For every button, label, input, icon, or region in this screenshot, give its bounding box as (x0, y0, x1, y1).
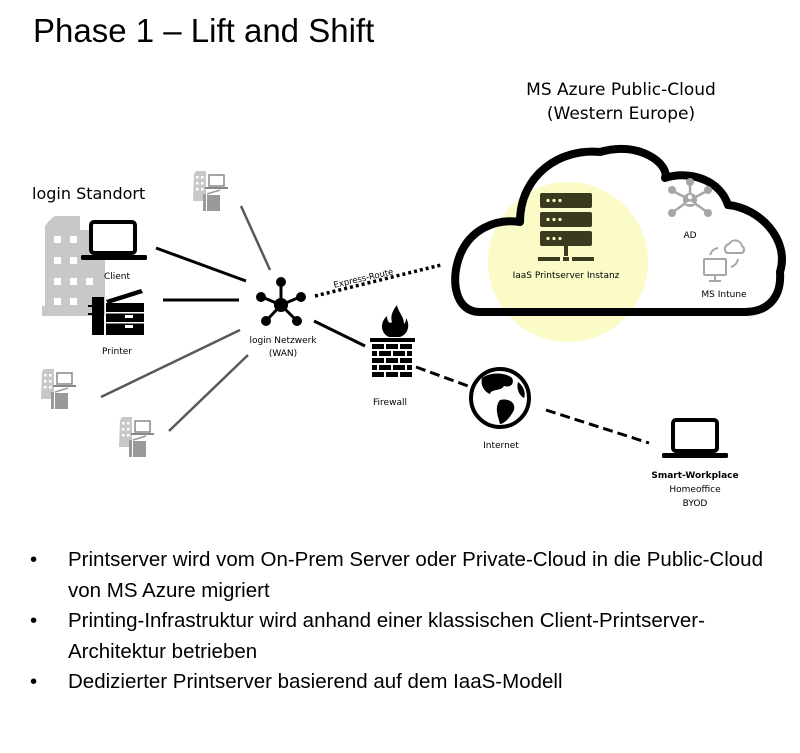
cloud-title-line1: MS Azure Public-Cloud (526, 80, 716, 100)
smart-workplace-link (545, 408, 650, 445)
cloud-shape (451, 144, 786, 342)
smart-workplace-line3: BYOD (683, 499, 708, 509)
network-diagram: MS Azure Public-Cloud (Western Europe) I… (32, 80, 786, 509)
client-label: Client (104, 272, 131, 282)
wan-label-line2: (WAN) (269, 349, 297, 359)
firewall-link (313, 319, 366, 348)
bullet-list: • Printserver wird vom On-Prem Server ode… (28, 545, 788, 698)
bullet-text: Printserver wird vom On-Prem Server oder… (68, 548, 763, 602)
bullet-marker: • (30, 609, 38, 632)
remote-site-link-3 (168, 354, 249, 432)
smart-workplace-line2: Homeoffice (669, 485, 721, 495)
remote-site-icon-3 (118, 416, 155, 458)
firewall-icon (370, 305, 415, 377)
server-label: IaaS Printserver Instanz (513, 271, 620, 281)
internet-label: Internet (483, 441, 519, 451)
internet-link (415, 365, 469, 388)
wan-label-line1: login Netzwerk (249, 336, 317, 346)
firewall-label: Firewall (373, 398, 407, 408)
server-highlight (488, 182, 648, 342)
site-title: login Standort (32, 184, 145, 203)
printer-label: Printer (102, 347, 132, 357)
express-route-label: Express-Route (333, 267, 395, 290)
bullet-marker: • (30, 670, 38, 693)
remote-site-link-2 (100, 328, 241, 399)
bullet-text: Printing-Infrastruktur wird anhand einer… (68, 609, 705, 663)
remote-site-icon (193, 171, 228, 211)
bullet-text: Dedizierter Printserver basierend auf de… (68, 670, 563, 693)
intune-icon (703, 239, 746, 282)
smart-workplace-laptop-icon (662, 418, 728, 458)
smart-workplace-title: Smart-Workplace (651, 471, 738, 481)
cloud-title-line2: (Western Europe) (547, 104, 695, 124)
bullet-item: • Printing-Infrastruktur wird anhand eine… (28, 606, 788, 667)
ad-label: AD (683, 231, 696, 241)
client-link (155, 246, 247, 283)
express-route-link (314, 263, 442, 298)
client-laptop-icon (81, 220, 147, 260)
globe-icon (469, 367, 531, 429)
printer-icon (88, 289, 144, 335)
remote-site-link-1 (239, 205, 272, 271)
server-icon (538, 193, 594, 261)
remote-site-icon-2 (40, 368, 77, 410)
page-title: Phase 1 – Lift and Shift (33, 12, 375, 49)
bullet-marker: • (30, 548, 38, 571)
network-hub-icon (256, 277, 306, 326)
bullet-item: • Dedizierter Printserver basierend auf d… (28, 667, 788, 698)
intune-label: MS Intune (701, 290, 747, 300)
connection-lines (100, 205, 650, 445)
active-directory-icon (668, 178, 712, 217)
bullet-item: • Printserver wird vom On-Prem Server ode… (28, 545, 788, 606)
